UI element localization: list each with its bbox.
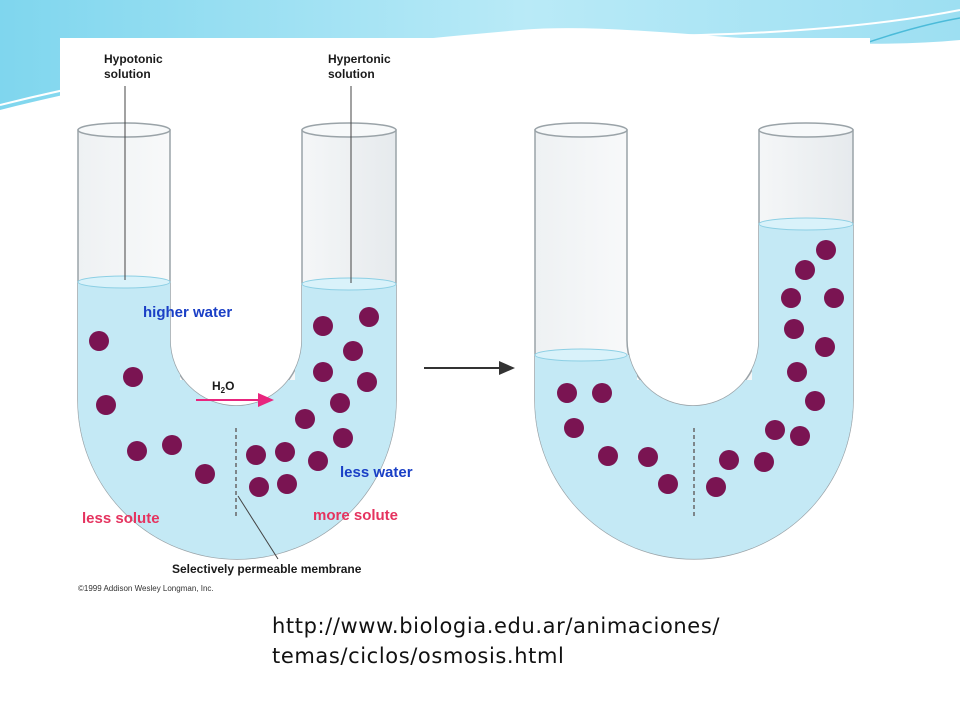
left-tube-meniscus-left (77, 275, 171, 289)
solute-particle (592, 383, 612, 403)
solute-particle (343, 341, 363, 361)
h2o-label: H2O (212, 379, 234, 395)
solute-particle (824, 288, 844, 308)
solute-particle (638, 447, 658, 467)
higher-water-label: higher water (143, 304, 232, 321)
header-wave-band (0, 0, 960, 110)
solute-particle (89, 331, 109, 351)
solute-particle (249, 477, 269, 497)
membrane-label: Selectively permeable membrane (172, 562, 362, 576)
solute-particle (127, 441, 147, 461)
less-water-label: less water (340, 464, 413, 481)
solute-particle (557, 383, 577, 403)
right-u-tube (534, 122, 854, 560)
solute-particle (790, 426, 810, 446)
left-tube-rim-left (77, 122, 171, 138)
solute-particles-left-tube (89, 307, 379, 497)
h2o-arrow-head (258, 393, 274, 407)
solute-particle (784, 319, 804, 339)
solute-particle (308, 451, 328, 471)
h2o-arrow (196, 393, 274, 407)
hypertonic-label-line1: Hypertonic (328, 52, 391, 66)
solute-particle (598, 446, 618, 466)
solute-particle (333, 428, 353, 448)
source-url-line1[interactable]: http://www.biologia.edu.ar/animaciones/ (272, 614, 721, 638)
solute-particle (246, 445, 266, 465)
solute-particle (275, 442, 295, 462)
solute-particle (313, 362, 333, 382)
solute-particle (359, 307, 379, 327)
left-tube-meniscus-right (301, 277, 397, 291)
hypotonic-label-line1: Hypotonic (104, 52, 163, 66)
solute-particle (706, 477, 726, 497)
solute-particle (330, 393, 350, 413)
solute-particle (564, 418, 584, 438)
solute-particle (295, 409, 315, 429)
solute-particle (123, 367, 143, 387)
solute-particle (162, 435, 182, 455)
h2o-label-o: O (225, 379, 234, 393)
process-arrow (424, 361, 515, 375)
solute-particle (765, 420, 785, 440)
solute-particle (795, 260, 815, 280)
right-tube-rim-right (758, 122, 854, 138)
solute-particle (719, 450, 739, 470)
solute-particle (195, 464, 215, 484)
solute-particle (658, 474, 678, 494)
source-url-line2[interactable]: temas/ciclos/osmosis.html (272, 644, 565, 668)
solute-particle (815, 337, 835, 357)
solute-particle (313, 316, 333, 336)
solute-particle (787, 362, 807, 382)
solute-particle (805, 391, 825, 411)
right-tube-meniscus-right (758, 217, 854, 231)
solute-particle (754, 452, 774, 472)
copyright-text: ©1999 Addison Wesley Longman, Inc. (78, 584, 214, 593)
solute-particles-right-tube (557, 240, 844, 497)
solute-particle (277, 474, 297, 494)
process-arrow-head (499, 361, 515, 375)
left-tube-rim-right (301, 122, 397, 138)
less-solute-label: less solute (82, 510, 160, 527)
more-solute-label: more solute (313, 507, 398, 524)
membrane-pointer-line (237, 495, 279, 560)
hypertonic-label-line2: solution (328, 67, 375, 81)
right-tube-rim-left (534, 122, 628, 138)
solute-particle (96, 395, 116, 415)
hypotonic-label-line2: solution (104, 67, 151, 81)
h2o-label-h: H (212, 379, 221, 393)
solute-particle (781, 288, 801, 308)
right-tube-meniscus-left (534, 348, 628, 362)
solute-particle (816, 240, 836, 260)
h2o-label-subscript: 2 (221, 386, 226, 395)
solute-particle (357, 372, 377, 392)
